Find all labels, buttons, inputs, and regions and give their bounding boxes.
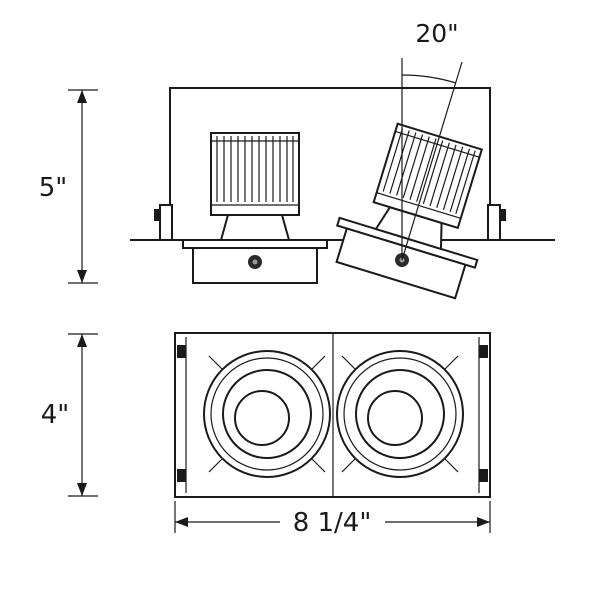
arrow-down-icon — [77, 270, 87, 283]
bracket-clip-icon — [154, 209, 161, 221]
mounting-bracket-right — [487, 204, 506, 241]
trim-ring-left — [203, 350, 331, 478]
side-elevation-view: 20" 5" — [39, 19, 555, 303]
housing-frame — [169, 87, 491, 240]
bottom-height-label: 4" — [41, 400, 70, 430]
clip-icon — [479, 345, 488, 358]
dimension-overall-width: 8 1/4" — [174, 501, 491, 538]
tilt-angle-label: 20" — [415, 19, 458, 48]
arrow-left-icon — [175, 517, 188, 527]
tilt-angle-annotation: 20" — [401, 19, 463, 261]
trim-ring-right — [336, 350, 464, 478]
clip-icon — [177, 345, 186, 358]
clip-icon — [177, 469, 186, 482]
arrow-down-icon — [77, 483, 87, 496]
overall-width-label: 8 1/4" — [293, 508, 372, 538]
bottom-view: 4" 8 1/4" — [41, 332, 491, 538]
bracket-clip-icon — [499, 209, 506, 221]
bottom-frame — [174, 332, 491, 498]
dimension-side-height: 5" — [39, 89, 98, 284]
dimension-bottom-height: 4" — [41, 333, 98, 497]
angle-tilted-line — [401, 61, 463, 261]
angle-arc — [401, 74, 457, 84]
side-height-label: 5" — [39, 173, 68, 203]
fixture-module-straight — [182, 132, 328, 284]
arrow-up-icon — [77, 334, 87, 347]
arrow-up-icon — [77, 90, 87, 103]
clip-icon — [479, 469, 488, 482]
arrow-right-icon — [477, 517, 490, 527]
mounting-bracket-left — [154, 204, 173, 241]
